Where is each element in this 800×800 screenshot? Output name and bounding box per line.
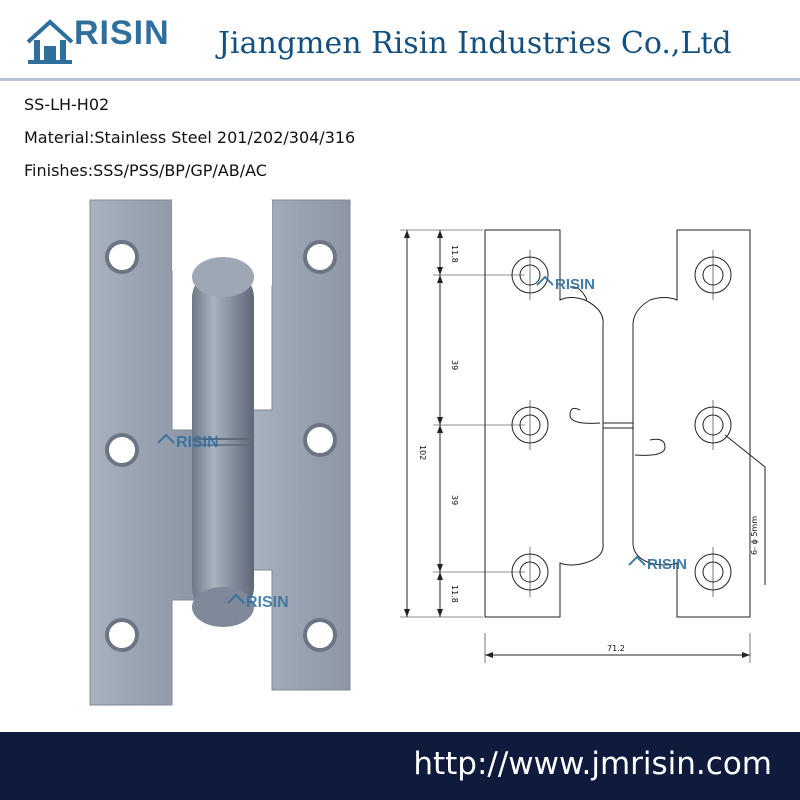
hole (105, 618, 139, 652)
hinge-photo: RISIN RISIN (89, 199, 351, 706)
product-finishes: Finishes:SSS/PSS/BP/GP/AB/AC (24, 161, 267, 180)
website-url[interactable]: http://www.jmrisin.com (413, 746, 772, 782)
hole-spec: 6- ϕ 5mm (750, 516, 759, 555)
watermark-text: RISIN (555, 276, 595, 293)
hole (105, 433, 139, 467)
product-material: Material:Stainless Steel 201/202/304/316 (24, 128, 356, 147)
hole (303, 240, 337, 274)
product-model: SS-LH-H02 (24, 95, 110, 114)
hinge-pin (192, 270, 254, 615)
watermark-text: RISIN (647, 556, 687, 573)
dim-top: 11.8 (450, 245, 459, 263)
watermark-logo: RISIN (157, 433, 219, 451)
watermark-logo: RISIN (227, 593, 289, 611)
watermark-logo: RISIN (628, 555, 687, 573)
watermark-text: RISIN (176, 434, 219, 451)
header: RISIN Jiangmen Risin Industries Co.,Ltd (0, 0, 800, 81)
company-name: Jiangmen Risin Industries Co.,Ltd (218, 26, 732, 61)
dim-lower: 39 (450, 495, 459, 505)
dim-upper: 39 (450, 360, 459, 370)
hole (303, 618, 337, 652)
hole (105, 240, 139, 274)
logo-text: RISIN (74, 14, 170, 52)
hole (303, 423, 337, 457)
footer: http://www.jmrisin.com (0, 732, 800, 800)
drawing-left-leaf (484, 229, 604, 618)
risin-logo-house-icon (26, 19, 74, 64)
technical-drawing: 102 11.8 39 39 11.8 71.2 6- ϕ 5mm RISIN … (400, 229, 766, 663)
dim-height: 102 (418, 445, 427, 460)
hinge-right-leaf (251, 199, 351, 691)
watermark-logo: RISIN (536, 275, 595, 293)
dim-bottom: 11.8 (450, 585, 459, 603)
dim-width: 71.2 (607, 644, 625, 653)
watermark-text: RISIN (246, 594, 289, 611)
drawing-right-leaf (632, 229, 751, 618)
